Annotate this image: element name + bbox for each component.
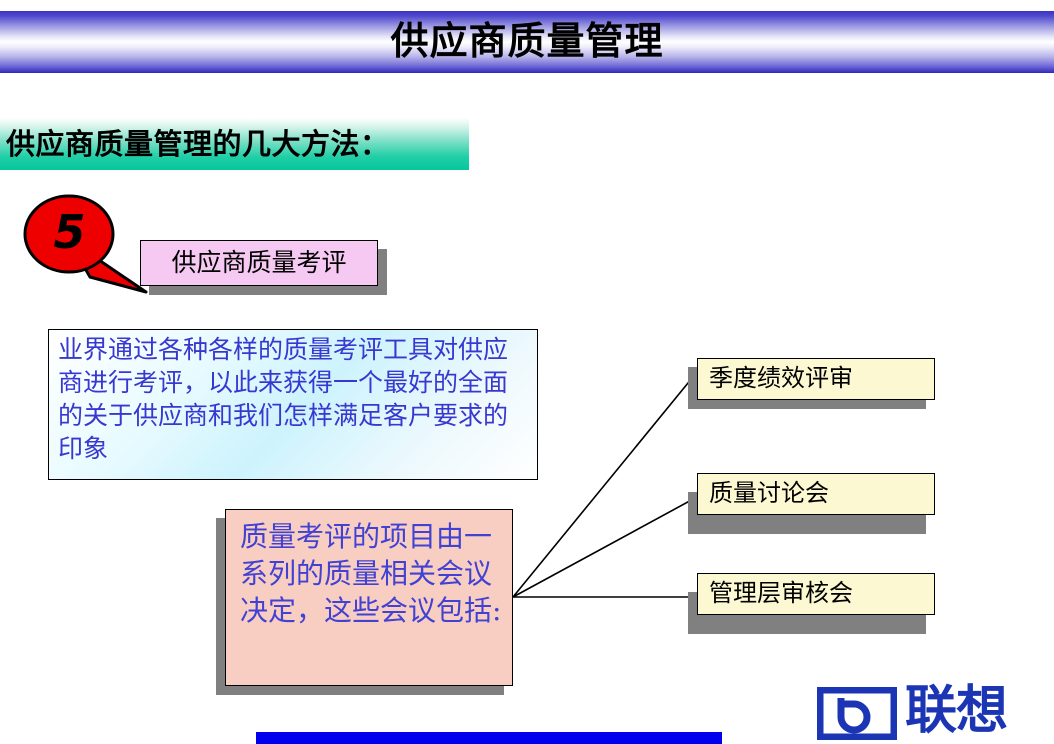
page-title: 供应商质量管理 [390, 19, 664, 63]
meeting-item-label-2: 质量讨论会 [709, 479, 829, 507]
lenovo-logo: 联想 [817, 683, 1049, 740]
description-text: 业界通过各种各样的质量考评工具对供应商进行考评，以此来获得一个最好的全面的关于供… [58, 335, 509, 463]
lenovo-wordmark: 联想 [905, 681, 1008, 741]
meeting-item-label-3: 管理层审核会 [709, 579, 853, 607]
meeting-item-label-1: 季度绩效评审 [709, 364, 853, 392]
step-number-label: 5 [53, 205, 86, 259]
bottom-accent-bar [256, 732, 722, 744]
topic-box-label: 供应商质量考评 [171, 248, 347, 277]
meeting-item-box-1 [697, 358, 935, 400]
meeting-intro-box [225, 509, 513, 686]
title-banner [0, 11, 1054, 73]
meeting-intro-text: 质量考评的项目由一系列的质量相关会议决定，这些会议包括: [240, 520, 502, 627]
description-box [48, 329, 538, 480]
section-header-background [0, 118, 469, 170]
section-header-label: 供应商质量管理的几大方法： [6, 127, 390, 161]
step-number-bubble: 5 [23, 194, 116, 276]
meeting-item-box-2 [697, 473, 935, 515]
lenovo-mark-icon [817, 687, 897, 740]
meeting-item-box-3 [697, 573, 935, 615]
topic-box [140, 240, 378, 286]
